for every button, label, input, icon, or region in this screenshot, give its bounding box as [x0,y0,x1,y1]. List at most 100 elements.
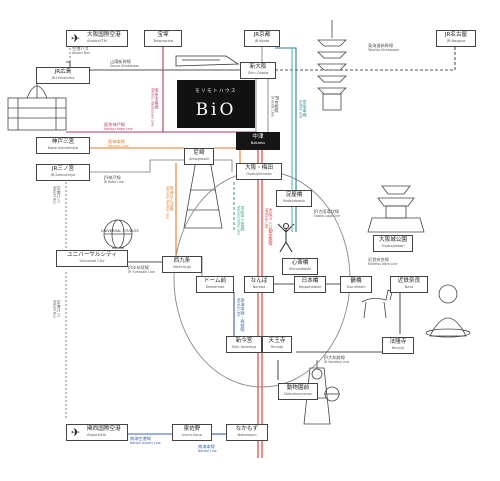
tokaido-shinkansen-route[interactable] [275,40,456,71]
keihan-line-route[interactable] [275,47,297,232]
line-name-en: Nankai Line [198,448,217,453]
logo-subtitle: モリモトハウス [195,89,237,94]
station-name-jp: 尼崎 [193,150,205,156]
station-name-jp: JR広島 [54,69,72,75]
jr-kobe-line-route-east[interactable] [214,159,233,172]
sanyo-shinkansen-route[interactable] [66,61,240,71]
station-name-en: Nishi-Kujo [173,264,191,269]
station-name-en: Dobutsuenmae [284,391,312,396]
line-name-jp: 京阪本線 [302,100,308,117]
station-name-jp: 淀屋橋 [285,192,303,198]
billiken-icon [324,386,340,402]
line-name-en: Keihan Line [298,100,303,119]
station-name-jp: 西九条 [173,258,191,264]
line-name-jp: 阪神なんば線 [169,186,175,212]
line-name-jp: JR神戸線 [104,175,121,180]
station-name-jp: 関西国際空港 [87,426,121,432]
line-name-en: Midosuji Line [264,208,269,229]
station-name-en: Nipponbashi [298,284,322,289]
line-name-jp: 京阪中之島線 [240,206,246,232]
station-name-en: Osakajokoen [381,243,405,248]
line-name-en: JR Kobe Line [104,179,124,184]
jr-kobe-line-route[interactable] [66,159,184,173]
station-name-jp: 新大阪 [249,64,267,70]
line-name-en: Tokaido Shinkansen [368,47,400,52]
station-name-jp: 宝塚 [157,32,169,38]
line-name-en: Hankyu Takarazuka Line [150,88,155,127]
line-name-jp: 空港バス [56,300,62,317]
station-name-jp: JR京都 [253,32,271,38]
line-name-jp: JR京都線 [274,96,280,113]
hiroshima-dome-icon [7,78,67,131]
line-name-en: Hanshin Line [108,143,129,148]
station-name-jp: 神戸三宮 [51,139,75,145]
station-name-en: Nara [404,284,414,289]
line-name-jp: 南海空港線 [130,436,151,441]
line-name-en: Airport Bus [52,186,57,204]
station-name-en: Universal City [79,258,105,263]
station-name-en: Izumi-Sano [182,432,202,437]
runner-sign-icon [277,222,295,253]
line-name-jp: 山陽新幹線 [110,59,131,64]
station-name-jp: 日本橋 [301,278,319,284]
airplane-icon: ✈ [71,32,81,45]
station-name-en: Takarazuka [152,38,174,43]
station-name-en: Amagasaki [189,156,209,161]
station-name-en: Namba [252,284,266,289]
line-name-jp: 東海道新幹線 [368,43,394,48]
station-name-jp: 動物園前 [286,385,310,391]
line-name-jp: 空港バス [72,46,89,51]
line-name-jp: JR大和路線 [324,355,345,360]
station-name-en: Shin-Imamiya [231,344,257,349]
station-name-jp: JR名古屋 [444,32,468,38]
station-name-jp: 心斎橋 [291,260,309,266]
daibutsu-icon [425,284,471,338]
station-name-jp: 大阪城公園 [379,237,407,243]
nara-deer-icon [361,289,393,319]
station-name-en: Shinsaibashi [288,266,312,271]
line-name-jp: 大阪メトロ御堂筋線 [268,208,274,246]
station-name-jp: 法隆寺 [389,339,407,345]
station-name-jp: 天王寺 [268,338,286,344]
station-name-en: JR-Hiroshima [51,75,75,80]
station-name-en: Domemae [205,284,225,289]
